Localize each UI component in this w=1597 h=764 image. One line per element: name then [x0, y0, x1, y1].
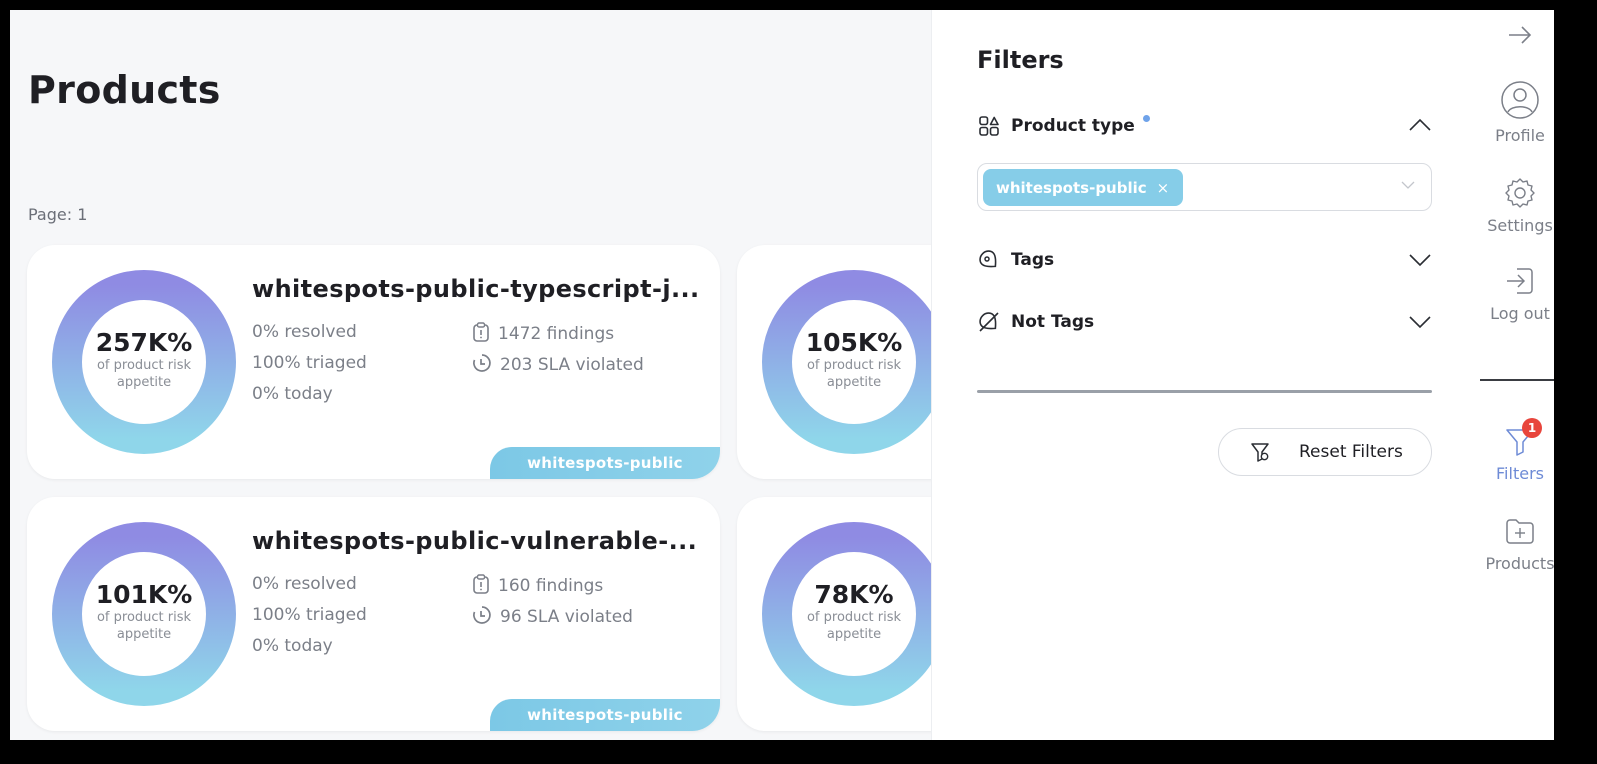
- findings-stat: 160 findings: [472, 574, 603, 596]
- chip-label: whitespots-public: [996, 178, 1147, 197]
- rail-filters-label: Filters: [1496, 464, 1544, 483]
- arrow-right-icon: [1509, 26, 1532, 44]
- product-card[interactable]: 257K% of product risk appetite whitespot…: [27, 245, 720, 479]
- risk-donut: 105K% of product risk appetite: [762, 270, 931, 454]
- chevron-down-icon[interactable]: [1401, 180, 1415, 190]
- rail-divider: [1480, 379, 1554, 381]
- clipboard-icon: [473, 322, 489, 342]
- today-stat: 0% today: [252, 384, 333, 404]
- findings-stat: 1472 findings: [472, 322, 614, 344]
- resolved-stat: 0% resolved: [252, 322, 357, 342]
- product-title[interactable]: whitespots-public-typescript-j...: [252, 275, 700, 303]
- selected-product-type-chip: whitespots-public ×: [983, 169, 1184, 206]
- rail-products[interactable]: Products: [1480, 514, 1554, 573]
- folder-plus-icon: [1506, 519, 1534, 544]
- sla-count: 203 SLA violated: [500, 355, 644, 375]
- reset-filters-label: Reset Filters: [1299, 442, 1403, 462]
- chevron-down-icon[interactable]: [1408, 311, 1432, 333]
- gear-icon: [1505, 178, 1535, 208]
- product-title[interactable]: whitespots-public-vulnerable-...: [252, 527, 698, 555]
- triaged-stat: 100% triaged: [252, 353, 367, 373]
- risk-percent: 78K%: [814, 579, 894, 609]
- right-rail: Profile Settings Log out 1 Filters Produ…: [1480, 10, 1554, 740]
- product-type-filter-header[interactable]: Product type: [977, 111, 1432, 141]
- product-type-tag: whitespots-public: [490, 447, 720, 479]
- rail-products-label: Products: [1485, 554, 1554, 573]
- product-card[interactable]: 105K% of product risk appetite: [737, 245, 931, 479]
- resolved-stat: 0% resolved: [252, 574, 357, 594]
- risk-caption: of product risk appetite: [806, 357, 902, 390]
- tag-icon: [979, 250, 997, 268]
- rail-filters[interactable]: 1 Filters: [1480, 418, 1554, 483]
- tags-filter-header[interactable]: Tags: [977, 245, 1432, 275]
- product-type-select[interactable]: whitespots-public ×: [977, 163, 1432, 211]
- page-indicator: Page: 1: [28, 205, 88, 224]
- rail-logout-label: Log out: [1490, 304, 1550, 323]
- product-card[interactable]: 78K% of product risk appetite: [737, 497, 931, 731]
- risk-percent: 101K%: [95, 579, 193, 609]
- risk-percent: 257K%: [95, 327, 193, 357]
- rail-settings[interactable]: Settings: [1480, 176, 1554, 235]
- risk-percent: 105K%: [805, 327, 903, 357]
- grid-shapes-icon: [979, 116, 999, 136]
- not-tags-filter-header[interactable]: Not Tags: [977, 307, 1432, 337]
- findings-count: 160 findings: [498, 576, 604, 596]
- today-stat: 0% today: [252, 636, 333, 656]
- reset-filters-button[interactable]: Reset Filters: [1218, 428, 1432, 476]
- product-card[interactable]: 101K% of product risk appetite whitespot…: [27, 497, 720, 731]
- chevron-up-icon[interactable]: [1408, 115, 1432, 137]
- user-circle-icon: [1501, 81, 1539, 119]
- clock-icon: [473, 606, 491, 624]
- tag-off-icon: [979, 312, 999, 332]
- filters-icon-wrap: 1: [1503, 418, 1542, 458]
- risk-caption: of product risk appetite: [806, 609, 902, 642]
- not-tags-label: Not Tags: [1011, 312, 1095, 332]
- risk-donut: 78K% of product risk appetite: [762, 522, 931, 706]
- sla-count: 96 SLA violated: [500, 607, 633, 627]
- chip-remove-icon[interactable]: ×: [1156, 178, 1170, 197]
- triaged-stat: 100% triaged: [252, 605, 367, 625]
- rail-settings-label: Settings: [1487, 216, 1553, 235]
- tags-label: Tags: [1011, 250, 1055, 270]
- filter-reset-icon: [1251, 443, 1269, 462]
- clipboard-icon: [473, 574, 489, 594]
- logout-icon: [1507, 268, 1533, 294]
- rail-profile[interactable]: Profile: [1480, 80, 1554, 145]
- risk-caption: of product risk appetite: [96, 609, 192, 642]
- risk-donut: 101K% of product risk appetite: [52, 522, 236, 706]
- page-title: Products: [28, 68, 221, 112]
- app-frame: Products Page: 1 257K% of product risk a…: [10, 10, 1554, 740]
- findings-count: 1472 findings: [498, 324, 615, 344]
- filters-title: Filters: [977, 46, 1064, 74]
- sla-stat: 96 SLA violated: [472, 605, 633, 627]
- sla-stat: 203 SLA violated: [472, 353, 644, 375]
- rail-logout[interactable]: Log out: [1480, 264, 1554, 323]
- collapse-arrow-button[interactable]: [1480, 24, 1554, 46]
- chevron-down-icon[interactable]: [1408, 249, 1432, 271]
- filters-panel: Filters Product type whitespots-public ×…: [931, 10, 1480, 740]
- risk-donut: 257K% of product risk appetite: [52, 270, 236, 454]
- filters-divider: [977, 390, 1432, 393]
- risk-caption: of product risk appetite: [96, 357, 192, 390]
- filters-count-badge: 1: [1522, 418, 1542, 438]
- product-type-tag: whitespots-public: [490, 699, 720, 731]
- clock-icon: [473, 354, 491, 372]
- main-content: Products Page: 1 257K% of product risk a…: [10, 10, 931, 740]
- rail-profile-label: Profile: [1495, 126, 1545, 145]
- product-type-label: Product type: [1011, 116, 1135, 136]
- active-filter-dot: [1142, 114, 1150, 122]
